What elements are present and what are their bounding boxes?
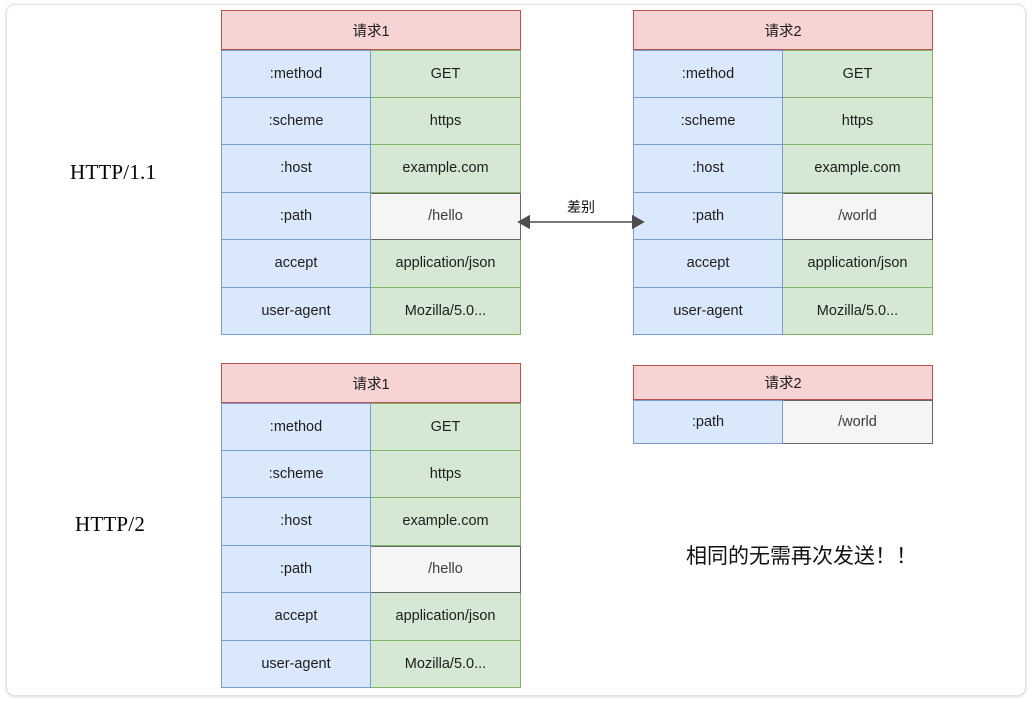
http11-request2-value-cell: GET <box>783 50 933 98</box>
http11-request1-value-cell-highlighted: /hello <box>371 192 521 240</box>
table-body-http2-request2: :path/world <box>633 400 933 444</box>
http2-request2-key-cell: :path <box>633 400 783 444</box>
http11-request2-key-cell: :host <box>633 145 783 193</box>
diff-arrow-label: 差别 <box>567 199 595 215</box>
http11-request2-value-cell-highlighted: /world <box>783 192 933 240</box>
http2-request1-key-cell: :scheme <box>221 450 371 498</box>
http2-request1-value-cell: https <box>371 450 521 498</box>
http11-request1-key-cell: :host <box>221 145 371 193</box>
table-row: :path/hello <box>221 192 521 240</box>
http11-request1-value-cell: Mozilla/5.0... <box>371 287 521 335</box>
http11-request2-value-cell: https <box>783 97 933 145</box>
http11-request1-key-cell: accept <box>221 240 371 288</box>
table-header-http2-request2: 请求2 <box>633 365 933 400</box>
http11-request2-key-cell: user-agent <box>633 287 783 335</box>
table-row: :path/hello <box>221 545 521 593</box>
http11-request1-key-cell: :path <box>221 192 371 240</box>
http11-request2-value-cell: application/json <box>783 240 933 288</box>
http2-request1-value-cell: application/json <box>371 593 521 641</box>
http11-request2-key-cell: :scheme <box>633 97 783 145</box>
http11-request1-value-cell: example.com <box>371 145 521 193</box>
http2-request1-key-cell: :path <box>221 545 371 593</box>
http11-request1-key-cell: :method <box>221 50 371 98</box>
http2-request1-key-cell: user-agent <box>221 640 371 688</box>
http11-request1-value-cell: https <box>371 97 521 145</box>
http2-request1-value-cell-highlighted: /hello <box>371 545 521 593</box>
http2-request1-value-cell: Mozilla/5.0... <box>371 640 521 688</box>
http11-request1-key-cell: :scheme <box>221 97 371 145</box>
http2-request1-key-cell: :method <box>221 403 371 451</box>
http11-request1-value-cell: application/json <box>371 240 521 288</box>
section-label-http2: HTTP/2 <box>75 512 146 536</box>
table-header-http2-request1: 请求1 <box>221 363 521 403</box>
http11-request1-key-cell: user-agent <box>221 287 371 335</box>
http2-request1-value-cell: GET <box>371 403 521 451</box>
note-same-headers-not-resent: 相同的无需再次发送！！ <box>686 545 917 568</box>
http11-request2-key-cell: accept <box>633 240 783 288</box>
http2-request1-key-cell: :host <box>221 498 371 546</box>
http11-request2-value-cell: example.com <box>783 145 933 193</box>
section-label-http11: HTTP/1.1 <box>70 160 157 184</box>
difference-double-arrow-icon <box>517 214 645 230</box>
table-row: :path/world <box>633 192 933 240</box>
table-row: :path/world <box>633 400 933 444</box>
table-header-http11-request1: 请求1 <box>221 10 521 50</box>
http11-request2-value-cell: Mozilla/5.0... <box>783 287 933 335</box>
table-http2-request2: 请求2 :path/world <box>633 365 933 444</box>
http11-request2-key-cell: :path <box>633 192 783 240</box>
http2-request1-value-cell: example.com <box>371 498 521 546</box>
http2-request1-key-cell: accept <box>221 593 371 641</box>
http2-request2-value-cell-highlighted: /world <box>783 400 933 444</box>
table-header-http11-request2: 请求2 <box>633 10 933 50</box>
http11-request1-value-cell: GET <box>371 50 521 98</box>
http11-request2-key-cell: :method <box>633 50 783 98</box>
